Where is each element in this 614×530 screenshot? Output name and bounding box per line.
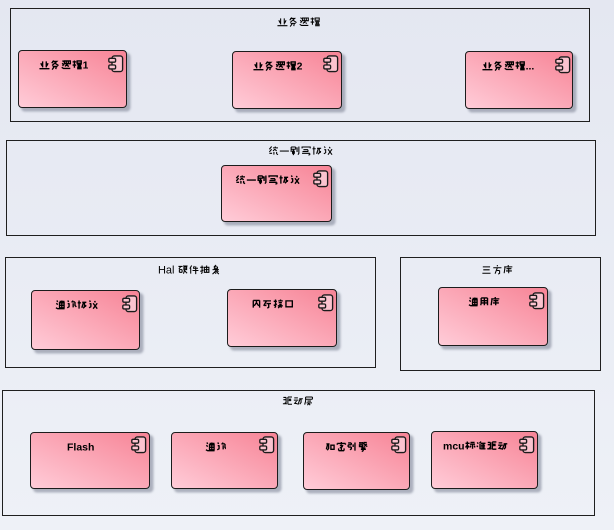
svg-text:1: 1 — [82, 61, 88, 72]
svg-text:Hal: Hal — [158, 264, 174, 276]
svg-text:Flash: Flash — [67, 442, 94, 453]
svg-text:2: 2 — [296, 61, 302, 72]
svg-text:...: ... — [526, 61, 535, 72]
svg-text:mcu: mcu — [443, 442, 465, 453]
